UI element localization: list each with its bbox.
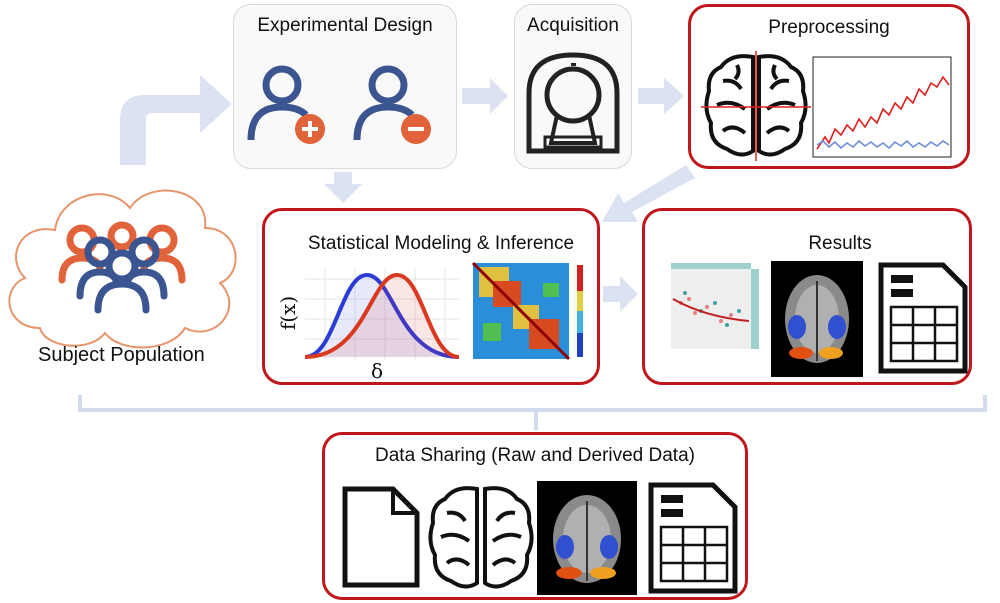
- bracket-to-data-sharing: [78, 395, 987, 430]
- brain-scan-icon: [771, 261, 863, 377]
- data-sharing-title: Data Sharing (Raw and Derived Data): [375, 445, 695, 466]
- arrow-preprocessing-to-modeling: [602, 165, 695, 222]
- spreadsheet-icon: [648, 482, 738, 594]
- document-icon: [342, 486, 420, 588]
- brain-icon: [701, 51, 811, 161]
- cloud-shape: [8, 189, 237, 349]
- timeseries-chart-icon: [812, 56, 952, 158]
- statistical-modeling-title: Statistical Modeling & Inference: [307, 233, 575, 254]
- subject-population-node: Subject Population: [0, 168, 250, 378]
- brain-icon: [428, 486, 534, 589]
- scatter-plot-icon: [671, 263, 759, 349]
- distribution-ylabel: f(x): [276, 295, 301, 331]
- preprocessing-node: Preprocessing: [688, 4, 970, 169]
- arrow-design-to-acquisition: [462, 78, 508, 114]
- brain-scan-icon: [537, 481, 637, 595]
- arrow-modeling-to-results: [603, 276, 638, 312]
- arrow-design-to-modeling: [324, 172, 362, 203]
- distribution-xlabel: δ: [371, 359, 384, 383]
- spreadsheet-icon: [878, 262, 968, 374]
- remove-user-icon: [353, 65, 431, 144]
- experimental-design-title: Experimental Design: [257, 15, 433, 36]
- acquisition-title: Acquisition: [527, 15, 619, 36]
- acquisition-node: Acquisition: [514, 4, 632, 169]
- correlation-matrix-icon: [471, 261, 583, 361]
- mri-scanner-icon: [526, 52, 620, 154]
- preprocessing-title: Preprocessing: [768, 17, 890, 38]
- arrow-population-to-design: [120, 75, 232, 165]
- experimental-design-node: Experimental Design: [233, 4, 457, 169]
- results-node: Results: [642, 208, 972, 385]
- results-title: Results: [808, 233, 872, 254]
- distribution-plot-icon: [304, 269, 460, 361]
- statistical-modeling-node: Statistical Modeling & Inference f(x) δ: [262, 208, 600, 385]
- data-sharing-node: Data Sharing (Raw and Derived Data): [322, 432, 748, 600]
- people-group-icon: [58, 221, 186, 314]
- add-user-icon: [247, 65, 325, 144]
- arrow-acquisition-to-preprocessing: [638, 78, 684, 114]
- subject-population-label: Subject Population: [38, 344, 205, 366]
